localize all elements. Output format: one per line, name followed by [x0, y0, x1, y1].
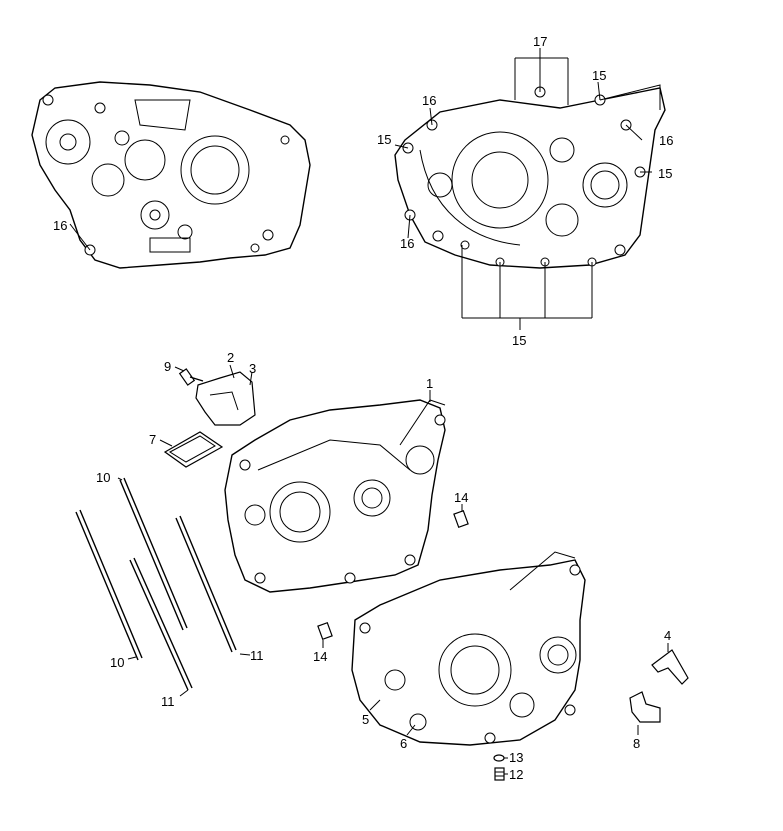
cover-part-2 — [195, 364, 256, 426]
callout-14: 14 — [313, 649, 327, 664]
callout-16: 16 — [400, 236, 414, 251]
callout-11: 11 — [161, 694, 175, 709]
callout-6: 6 — [400, 736, 407, 751]
drain-plug-part-12 — [494, 767, 508, 781]
callout-12: 12 — [509, 767, 523, 782]
callout-labels: 17 15 16 15 16 15 16 15 16 2 3 9 1 7 10 … — [53, 34, 673, 782]
callout-1: 1 — [426, 376, 433, 391]
callout-2: 2 — [227, 350, 234, 365]
clamp-part-8 — [629, 691, 661, 735]
screen-part-7 — [159, 431, 224, 468]
dowel-pin-part-14-lower — [317, 621, 333, 648]
washer-part-13 — [493, 754, 508, 762]
studs-parts-10-11 — [75, 477, 251, 697]
callout-9: 9 — [164, 359, 171, 374]
callout-16: 16 — [422, 93, 436, 108]
callout-17: 17 — [533, 34, 547, 49]
callout-8: 8 — [633, 736, 640, 751]
bolt-part-9 — [174, 366, 204, 386]
callout-3: 3 — [249, 361, 256, 376]
callout-15: 15 — [658, 166, 672, 181]
callout-16: 16 — [53, 218, 67, 233]
crankcase-left-outer-view — [31, 81, 311, 269]
callout-13: 13 — [509, 750, 523, 765]
crankcase-half-part-1 — [224, 390, 446, 593]
crankcase-half-part-5 — [351, 551, 586, 746]
callout-11: 11 — [250, 648, 264, 663]
callout-15: 15 — [377, 132, 391, 147]
callout-5: 5 — [362, 712, 369, 727]
callout-7: 7 — [149, 432, 156, 447]
dowel-pin-part-14-upper — [453, 504, 469, 529]
crankcase-right-inner-view — [394, 84, 666, 269]
bracket-part-4 — [651, 643, 689, 685]
callout-10: 10 — [110, 655, 124, 670]
callout-15: 15 — [592, 68, 606, 83]
leader-lines-top — [69, 48, 652, 330]
callout-4: 4 — [664, 628, 671, 643]
callout-14: 14 — [454, 490, 468, 505]
callout-10: 10 — [96, 470, 110, 485]
callout-16: 16 — [659, 133, 673, 148]
callout-15: 15 — [512, 333, 526, 348]
